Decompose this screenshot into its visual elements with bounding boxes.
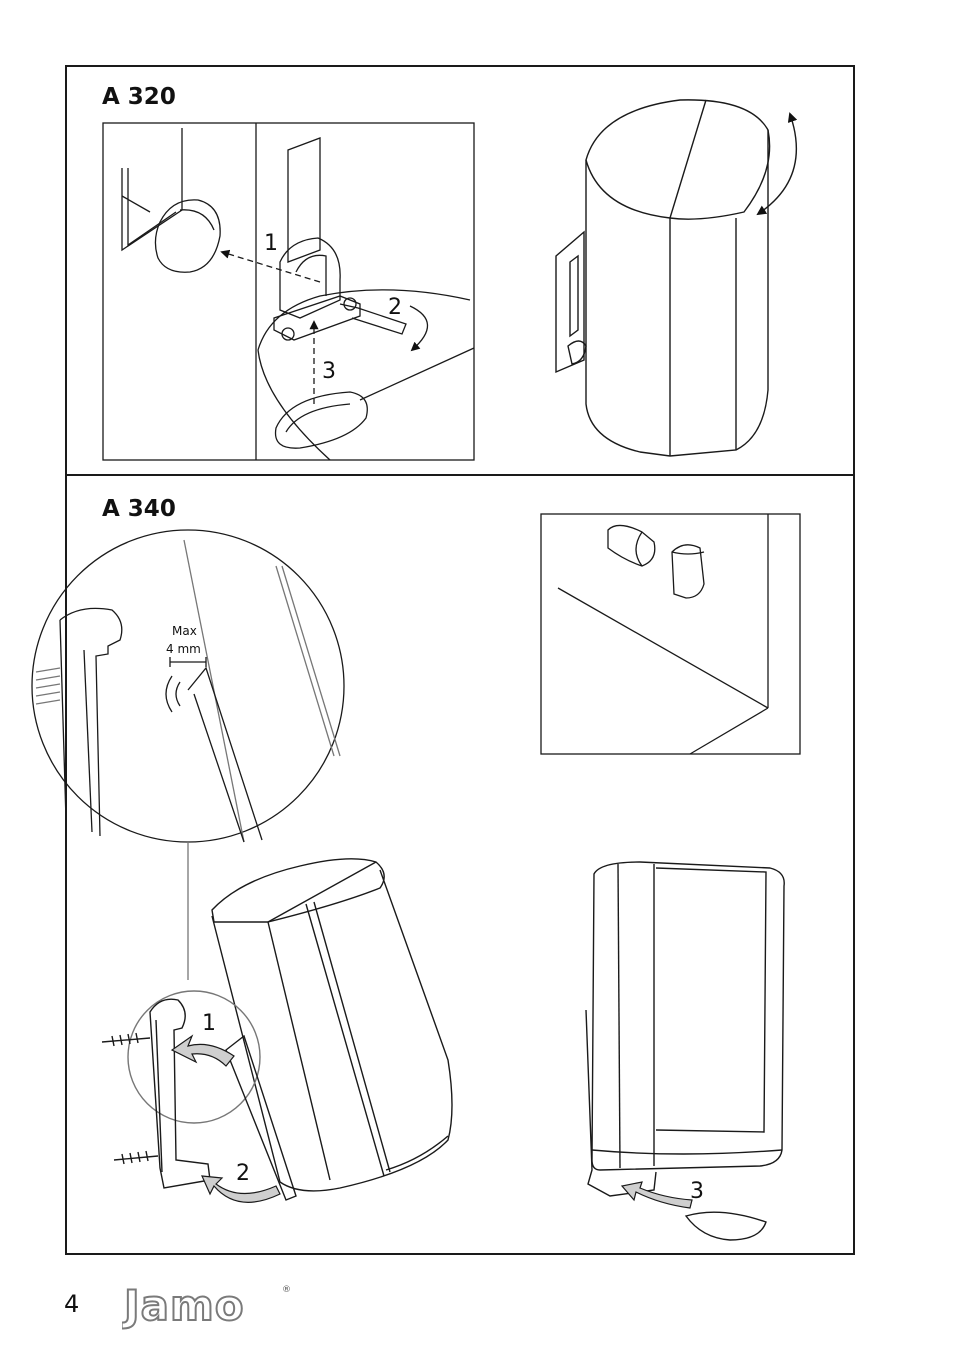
gap-label-max: Max [172, 624, 197, 638]
screw-icon [102, 1033, 150, 1046]
a320-step-2: 2 [388, 295, 402, 320]
cover-cap-icon [276, 392, 368, 448]
speaker-a320-icon [556, 100, 796, 456]
curved-arrow-3 [622, 1182, 692, 1208]
speaker-a340-icon [102, 859, 452, 1200]
gap-label-mm: 4 mm [166, 642, 201, 656]
brand-logo: Jamo ® [122, 1280, 292, 1330]
a340-step-2: 2 [236, 1161, 250, 1186]
registered-mark: ® [282, 1285, 291, 1295]
curved-arrow-1 [172, 1036, 234, 1066]
sound-wave-icon [166, 676, 172, 712]
a320-detail-illustration [103, 123, 474, 460]
a340-zoom-detail [32, 530, 344, 980]
rotate-arrow-icon [410, 306, 428, 350]
a340-step-3: 3 [690, 1179, 704, 1204]
a340-wall-corner-illustration [541, 514, 800, 754]
cover-cap-icon [686, 1212, 766, 1240]
a320-step-3: 3 [322, 359, 336, 384]
screw-icon [36, 668, 60, 704]
brand-wordmark: Jamo [122, 1281, 245, 1330]
a340-step-1: 1 [202, 1011, 216, 1036]
grommet-icon [155, 200, 220, 272]
a320-step-1: 1 [264, 231, 278, 256]
mounted-speaker-a340-icon [586, 862, 784, 1240]
page-number: 4 [64, 1290, 79, 1318]
